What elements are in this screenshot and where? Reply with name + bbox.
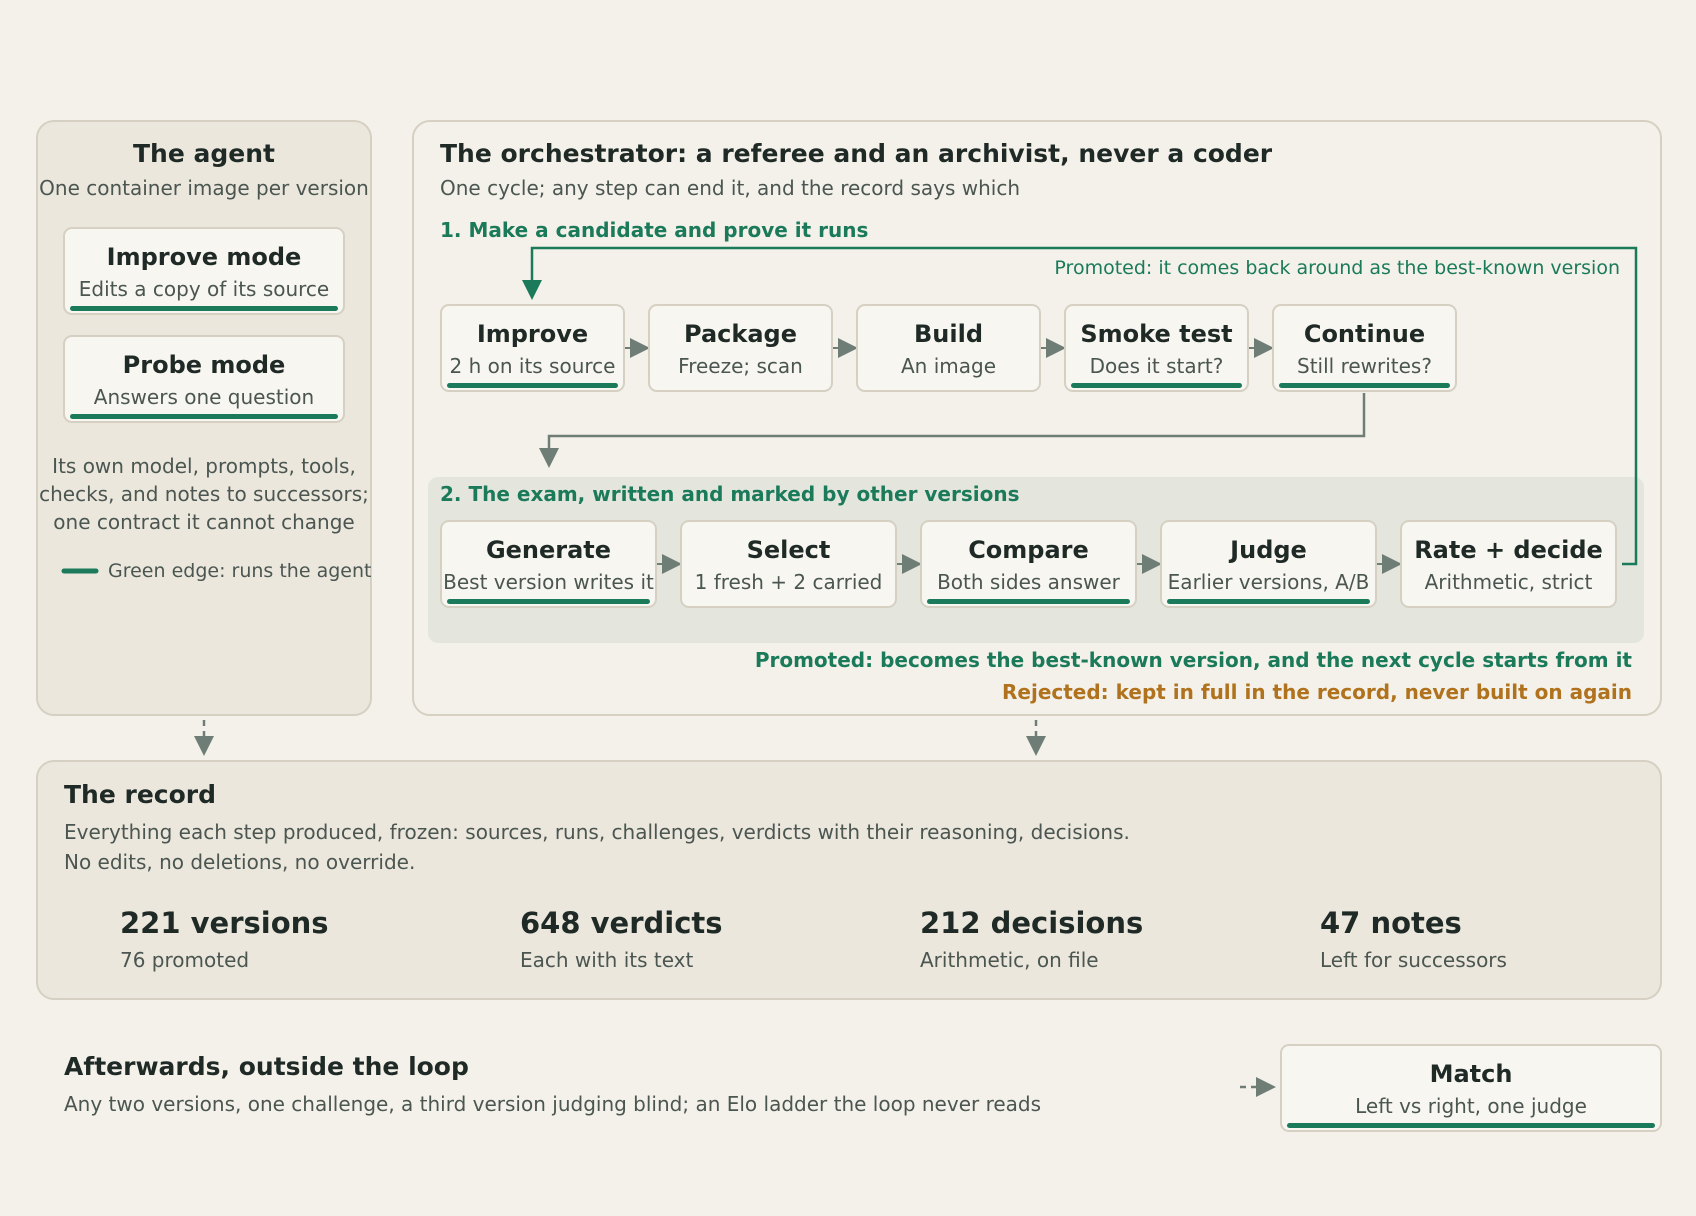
step-title: Build [913, 320, 983, 348]
agent-description-line: one contract it cannot change [53, 510, 355, 534]
afterwards-subtitle: Any two versions, one challenge, a third… [64, 1092, 1042, 1116]
record-title: The record [64, 780, 217, 809]
stat-value: 648 verdicts [520, 906, 723, 940]
agent-legend: Green edge: runs the agent [108, 560, 372, 582]
rejected-outcome: Rejected: kept in full in the record, ne… [1002, 680, 1632, 704]
agent-description: Its own model, prompts, tools, checks, a… [36, 452, 372, 536]
orchestrator-subtitle: One cycle; any step can end it, and the … [440, 176, 1020, 200]
runs-agent-edge [1167, 599, 1370, 604]
step-subtitle: Best version writes it [443, 570, 654, 594]
step-compare: Compare Both sides answer [920, 520, 1137, 608]
step-continue: Continue Still rewrites? [1272, 304, 1457, 392]
step-subtitle: Both sides answer [937, 570, 1120, 594]
step-subtitle: 1 fresh + 2 carried [694, 570, 883, 594]
stat-label: 76 promoted [120, 948, 250, 972]
agent-title: The agent [133, 139, 275, 168]
improve-mode-title: Improve mode [106, 243, 302, 271]
orchestrator-title: The orchestrator: a referee and an archi… [440, 139, 1273, 168]
step-package: Package Freeze; scan [648, 304, 833, 392]
runs-agent-edge [1071, 383, 1242, 388]
step-select: Select 1 fresh + 2 carried [680, 520, 897, 608]
stat-versions: 221 versions 76 promoted [120, 906, 329, 972]
stat-value: 221 versions [120, 906, 329, 940]
runs-agent-edge [1287, 1123, 1655, 1128]
agent-description-line: checks, and notes to successors; [39, 482, 369, 506]
step-title: Improve [476, 320, 589, 348]
runs-agent-edge [927, 599, 1130, 604]
afterwards-title: Afterwards, outside the loop [64, 1052, 469, 1081]
improve-mode-subtitle: Edits a copy of its source [78, 277, 330, 301]
stat-label: Left for successors [1320, 948, 1507, 972]
probe-mode-subtitle: Answers one question [93, 385, 315, 409]
step-subtitle: Arithmetic, strict [1424, 570, 1593, 594]
step-title: Select [746, 536, 831, 564]
stat-value: 47 notes [1320, 906, 1462, 940]
step-title: Package [684, 320, 797, 348]
step-title: Smoke test [1080, 320, 1233, 348]
improve-mode-box: Improve mode Edits a copy of its source [63, 227, 345, 315]
step-title: Judge [1230, 536, 1307, 564]
runs-agent-edge [447, 599, 650, 604]
stat-label: Arithmetic, on file [920, 948, 1099, 972]
step-smoke-test: Smoke test Does it start? [1064, 304, 1249, 392]
step-improve: Improve 2 h on its source [440, 304, 625, 392]
stat-notes: 47 notes Left for successors [1320, 906, 1507, 972]
step-subtitle: Earlier versions, A/B [1167, 570, 1370, 594]
step-generate: Generate Best version writes it [440, 520, 657, 608]
step-title: Continue [1303, 320, 1426, 348]
step-title: Compare [968, 536, 1089, 564]
match-title: Match [1429, 1060, 1513, 1088]
step-subtitle: Does it start? [1089, 354, 1224, 378]
step-rate-decide: Rate + decide Arithmetic, strict [1400, 520, 1617, 608]
promoted-outcome: Promoted: becomes the best-known version… [754, 648, 1632, 672]
stat-verdicts: 648 verdicts Each with its text [520, 906, 723, 972]
stage1-label: 1. Make a candidate and prove it runs [440, 218, 869, 242]
stat-value: 212 decisions [920, 906, 1144, 940]
agent-description-line: Its own model, prompts, tools, [52, 454, 356, 478]
runs-agent-edge [70, 306, 338, 311]
probe-mode-box: Probe mode Answers one question [63, 335, 345, 423]
stat-decisions: 212 decisions Arithmetic, on file [920, 906, 1143, 972]
step-title: Rate + decide [1414, 536, 1603, 564]
runs-agent-edge [70, 414, 338, 419]
step-judge: Judge Earlier versions, A/B [1160, 520, 1377, 608]
stage2-label: 2. The exam, written and marked by other… [440, 482, 1020, 506]
record-line: No edits, no deletions, no override. [64, 850, 416, 874]
agent-subtitle: One container image per version [39, 176, 369, 200]
step-subtitle: Still rewrites? [1297, 354, 1432, 378]
step-title: Generate [485, 536, 612, 564]
step-subtitle: 2 h on its source [449, 354, 616, 378]
record-line: Everything each step produced, frozen: s… [64, 820, 1130, 844]
step-build: Build An image [856, 304, 1041, 392]
match-box: Match Left vs right, one judge [1280, 1044, 1662, 1132]
runs-agent-edge [447, 383, 618, 388]
record-panel [36, 760, 1662, 1000]
runs-agent-edge [1279, 383, 1450, 388]
step-subtitle: Freeze; scan [678, 354, 803, 378]
match-subtitle: Left vs right, one judge [1355, 1094, 1587, 1118]
promotion-loop-note: Promoted: it comes back around as the be… [1054, 257, 1620, 279]
probe-mode-title: Probe mode [122, 351, 286, 379]
step-subtitle: An image [900, 354, 996, 378]
stat-label: Each with its text [520, 948, 694, 972]
